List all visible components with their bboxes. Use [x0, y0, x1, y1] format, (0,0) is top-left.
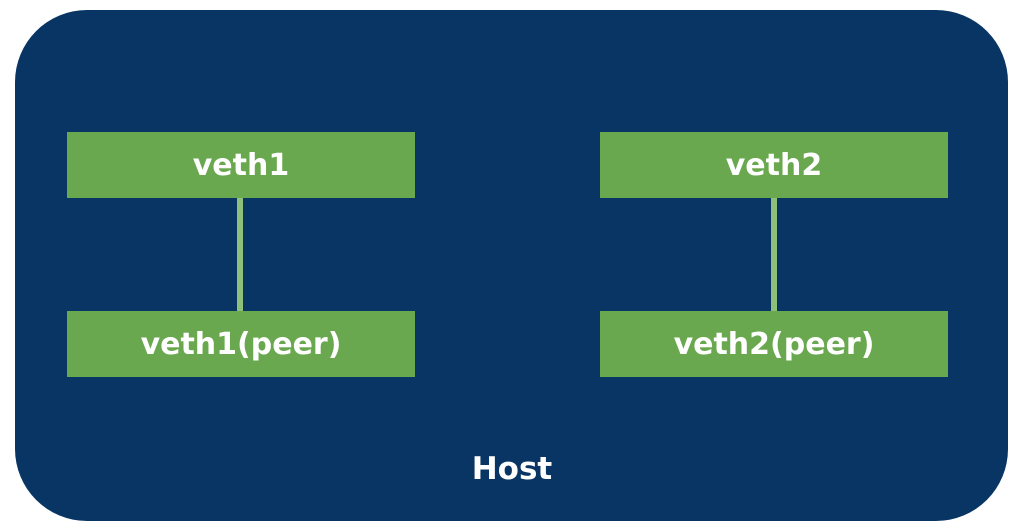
veth2-interface-box: veth2	[600, 132, 948, 198]
veth1-label: veth1	[192, 147, 290, 183]
veth1-pair-link	[237, 198, 243, 311]
host-container	[15, 10, 1008, 521]
host-label: Host	[471, 451, 553, 487]
veth1-peer-interface-box: veth1(peer)	[67, 311, 415, 377]
veth2-pair-link	[771, 198, 777, 311]
veth1-interface-box: veth1	[67, 132, 415, 198]
veth2-peer-interface-box: veth2(peer)	[600, 311, 948, 377]
veth2-peer-label: veth2(peer)	[673, 326, 875, 362]
veth1-peer-label: veth1(peer)	[140, 326, 342, 362]
veth2-label: veth2	[725, 147, 823, 183]
